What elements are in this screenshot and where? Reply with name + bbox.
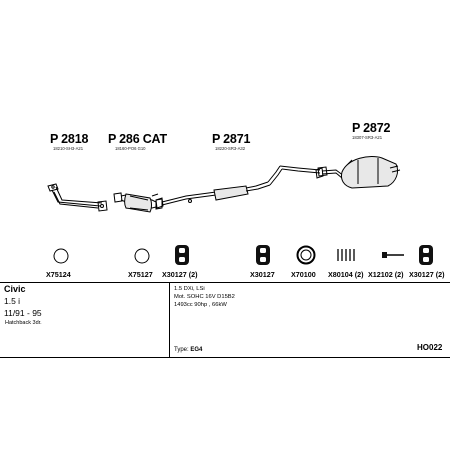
part-label-catalyst: P 286 CAT 18160-PO6 G10 — [108, 132, 167, 151]
engine-displacement: 1493cc 90hp , 66kW — [174, 302, 227, 308]
table-top-border — [0, 282, 450, 283]
vehicle-body: Hatchback 3dr. — [5, 320, 42, 326]
accessory-code: X30127 — [250, 270, 275, 279]
gasket-ring-icon — [53, 248, 69, 264]
part-number: P 286 CAT — [108, 132, 167, 146]
rubber-hanger-icon — [256, 245, 270, 265]
vehicle-years: 11/91 - 95 — [4, 308, 42, 318]
accessory-code: X75127 — [128, 270, 153, 279]
rear-silencer-drawing — [315, 156, 401, 189]
type-label: Type: — [174, 347, 189, 353]
part-label-middle-silencer: P 2871 18220-SR3-A32 — [212, 132, 250, 151]
accessory-code: X30127 (2) — [409, 270, 445, 279]
oem-code: 18160-PO6 G10 — [115, 146, 146, 151]
engine-motor: Mot. SOHC 16V D15B2 — [174, 294, 235, 300]
part-number: P 2871 — [212, 132, 251, 146]
rubber-hanger-icon — [175, 245, 189, 265]
engine-variant: 1.5 DXi, LSi — [174, 286, 205, 292]
clamp-ring-icon — [296, 245, 316, 265]
oem-code: 18210-SH3-A21 — [53, 146, 84, 151]
front-pipe-drawing — [47, 183, 108, 212]
accessory-code: X75124 — [46, 270, 71, 279]
gasket-ring-icon — [134, 248, 150, 264]
accessory-code: X12102 (2) — [368, 270, 404, 279]
accessory-code: X70100 — [291, 270, 316, 279]
engine-info: 1.5 DXi, LSi Mot. SOHC 16V D15B2 1493cc … — [174, 285, 235, 309]
rubber-hanger-icon — [419, 245, 433, 265]
accessory-code: X80104 (2) — [328, 270, 364, 279]
part-number: P 2872 — [352, 121, 391, 135]
diagram-code: HO022 — [417, 343, 443, 352]
vehicle-model: Civic — [4, 284, 26, 294]
middle-silencer-drawing — [155, 165, 328, 209]
table-bottom-border — [0, 357, 450, 358]
part-label-rear-silencer: P 2872 18307-SR3-A21 — [352, 121, 390, 140]
type-field: Type: EG4 — [174, 347, 202, 353]
oem-code: 18307-SR3-A21 — [352, 135, 383, 140]
vehicle-engine-size: 1.5 i — [4, 296, 21, 306]
bolt-icon — [382, 252, 404, 258]
type-value: EG4 — [190, 347, 203, 353]
table-column-divider — [169, 282, 170, 357]
part-number: P 2818 — [50, 132, 89, 146]
oem-code: 18220-SR3-A32 — [215, 146, 246, 151]
spring-icon — [337, 249, 355, 261]
part-label-front-pipe: P 2818 18210-SH3-A21 — [50, 132, 88, 151]
accessory-code: X30127 (2) — [162, 270, 198, 279]
catalyst-drawing — [113, 192, 163, 213]
